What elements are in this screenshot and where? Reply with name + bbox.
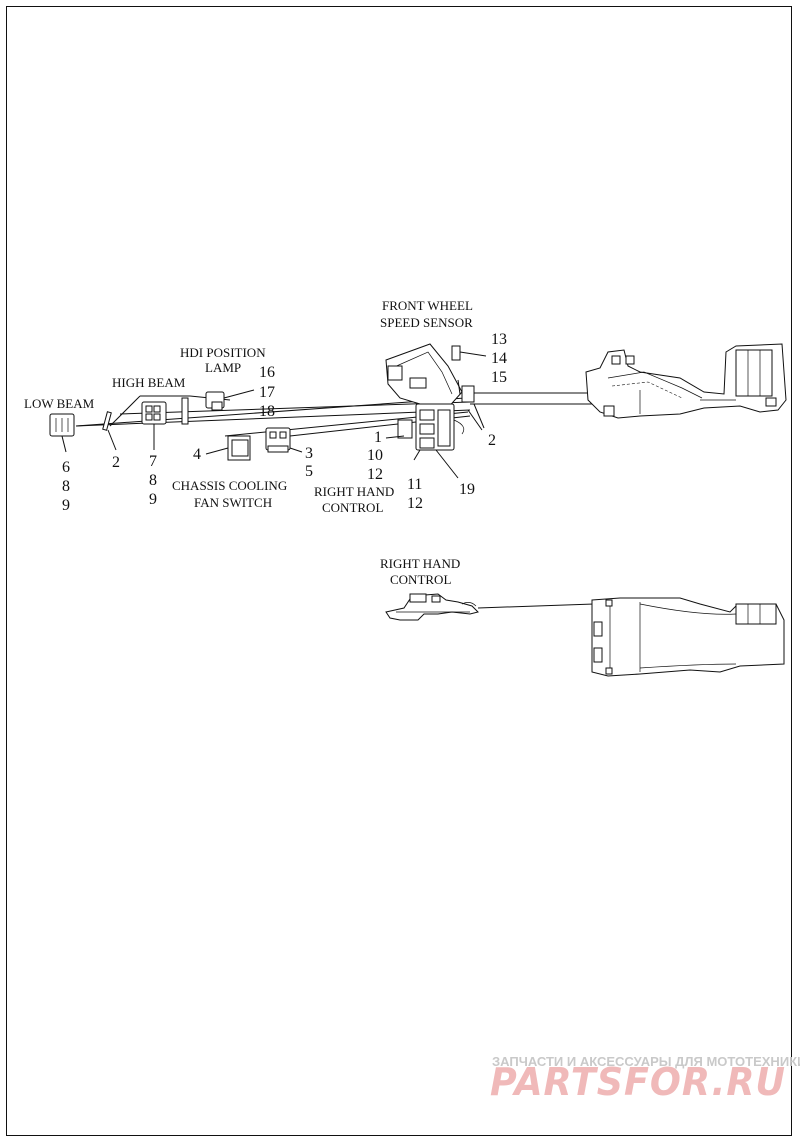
callout-10: 10: [367, 447, 383, 464]
watermark-tagline: ЗАПЧАСТИ И АКСЕССУАРЫ ДЛЯ МОТОТЕХНИКИ: [492, 1054, 800, 1069]
watermark-logo: PARTSFOR.RU: [490, 1060, 786, 1104]
right-hand-control-connectors: [385, 385, 485, 479]
callout-7: 7: [149, 453, 157, 470]
label-front-wheel-speed-sensor-1: FRONT WHEEL: [382, 298, 473, 313]
callout-1: 1: [374, 429, 382, 446]
label-right-hand-control-b2: CONTROL: [390, 572, 451, 587]
wire-clip: [102, 411, 117, 451]
speed-sensor-connector: [451, 345, 487, 361]
callout-17: 17: [259, 384, 275, 401]
callout-9-high-beam: 9: [149, 491, 157, 508]
label-right-hand-control-1: RIGHT HAND: [314, 484, 394, 499]
right-hand-control-switch: [385, 593, 479, 621]
callout-5: 5: [305, 463, 313, 480]
callout-16: 16: [259, 364, 275, 381]
label-right-hand-control-2: CONTROL: [322, 500, 383, 515]
callout-18: 18: [259, 403, 275, 420]
callout-14: 14: [491, 350, 507, 367]
chassis-cooling-fan-switch: [205, 427, 303, 461]
callout-11: 11: [407, 476, 422, 493]
callout-2-right: 2: [488, 432, 496, 449]
label-front-wheel-speed-sensor-2: SPEED SENSOR: [380, 315, 473, 330]
label-chassis-cooling-2: FAN SWITCH: [194, 495, 272, 510]
callout-13: 13: [491, 331, 507, 348]
callout-6: 6: [62, 459, 70, 476]
fairing-housing-upper: [585, 343, 787, 419]
fairing-housing-lower: [591, 597, 785, 677]
callout-8-low-beam: 8: [62, 478, 70, 495]
label-low-beam: LOW BEAM: [24, 396, 95, 411]
label-right-hand-control-b1: RIGHT HAND: [380, 556, 460, 571]
callout-15: 15: [491, 369, 507, 386]
callout-8-high-beam: 8: [149, 472, 157, 489]
callout-3: 3: [305, 445, 313, 462]
callout-2-left: 2: [112, 454, 120, 471]
callout-19: 19: [459, 481, 475, 498]
high-beam-connector: [141, 397, 189, 450]
label-hdi-position-lamp-1: HDI POSITION: [180, 345, 266, 360]
hdi-position-lamp-connector: [205, 389, 255, 411]
page-border: [6, 6, 792, 1136]
callout-4: 4: [193, 446, 201, 463]
low-beam-connector: [49, 413, 75, 453]
label-hdi-position-lamp-2: LAMP: [205, 360, 241, 375]
callout-12-b: 12: [407, 495, 423, 512]
callout-12-a: 12: [367, 466, 383, 483]
front-wheel-speed-sensor-bracket: [385, 343, 463, 411]
lower-harness-wire: [477, 603, 595, 609]
label-high-beam: HIGH BEAM: [112, 375, 186, 390]
label-chassis-cooling-1: CHASSIS COOLING: [172, 478, 287, 493]
callout-9-low-beam: 9: [62, 497, 70, 514]
